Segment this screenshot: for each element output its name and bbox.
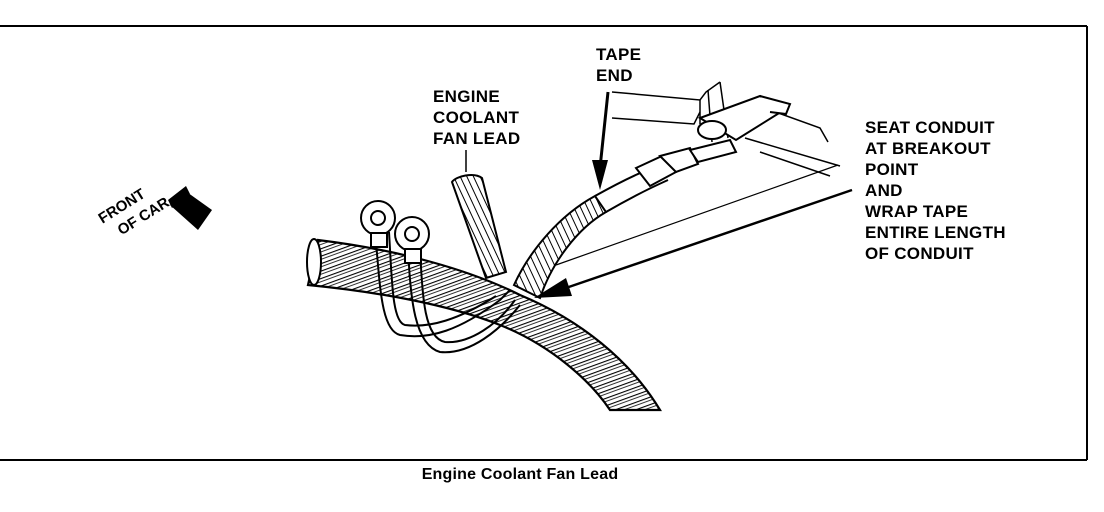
front-arrow-icon bbox=[168, 186, 212, 230]
vehicle-structure bbox=[555, 81, 841, 266]
ring-terminal bbox=[394, 216, 430, 264]
tape-end-arrow bbox=[592, 91, 610, 190]
connector bbox=[634, 94, 792, 188]
seat-conduit-arrow bbox=[534, 188, 853, 298]
ring-terminal bbox=[360, 200, 396, 248]
tape-end-label: TAPE END bbox=[596, 45, 642, 85]
figure-frame bbox=[0, 25, 1088, 461]
branch-conduit bbox=[512, 164, 669, 300]
figure-caption: Engine Coolant Fan Lead bbox=[421, 466, 619, 483]
fan-lead-conduit bbox=[450, 174, 508, 280]
main-conduit bbox=[306, 238, 662, 412]
ground-wires bbox=[374, 231, 521, 354]
seat-conduit-label: SEAT CONDUIT AT BREAKOUT POINT AND WRAP … bbox=[865, 118, 1006, 263]
fan-lead-label: ENGINE COOLANT FAN LEAD bbox=[433, 87, 521, 148]
